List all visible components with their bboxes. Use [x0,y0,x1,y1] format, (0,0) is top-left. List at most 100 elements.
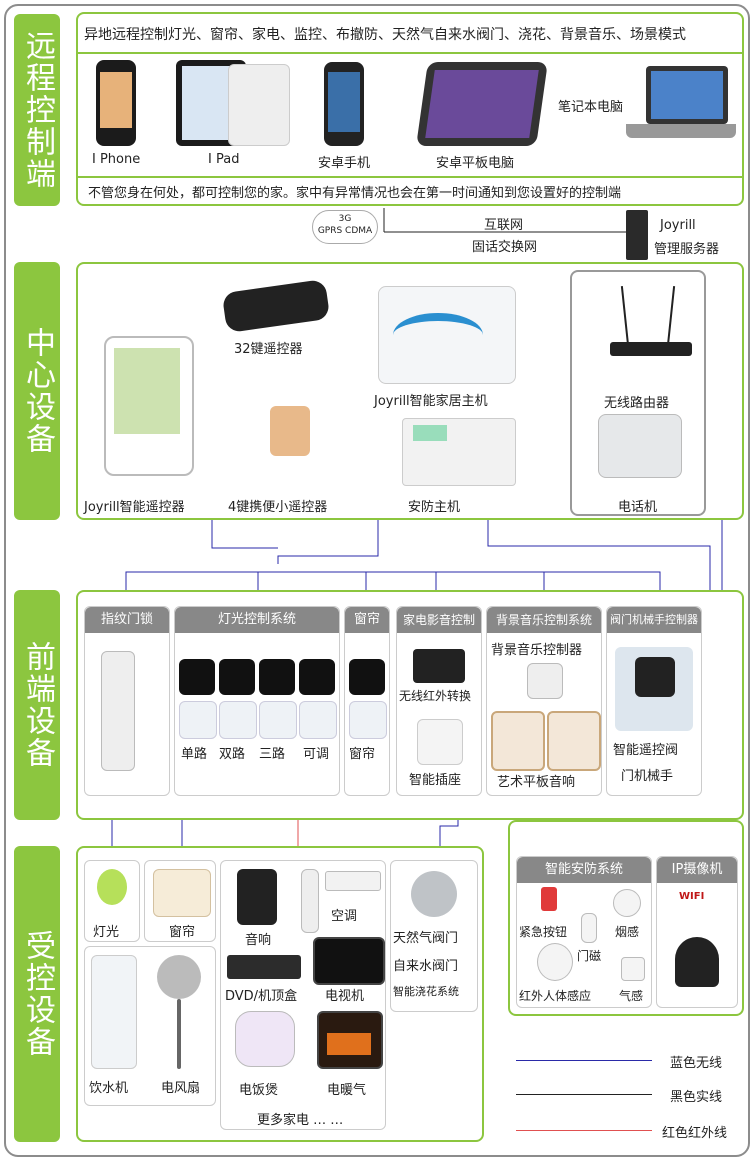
legend-label-red: 红色红外线 [662,1126,728,1141]
router-icon [610,286,692,356]
gas-sensor-label: 气感 [619,989,644,1003]
iphone-icon [96,60,136,146]
frontend-group-lighting: 灯光控制系统 单路 双路 三路 可调 [174,606,340,796]
server-icon [626,210,648,260]
remote-top-text: 异地远程控制灯光、窗帘、家电、监控、布撤防、天然气自来水阀门、浇花、背景音乐、场… [84,27,686,43]
light-box: 灯光 [84,860,140,942]
heater-label: 电暖气 [327,1083,367,1098]
rice-cooker-icon [235,1011,295,1067]
valve-item-label: 智能遥控阀 [613,743,679,758]
frontend-group-title: 指纹门锁 [85,607,169,633]
music-item-label: 艺术平板音响 [497,775,576,790]
music-controller-icon [527,663,563,699]
valve-item-label: 门机械手 [621,769,674,784]
legend-label-blue: 蓝色无线 [670,1056,723,1071]
light-item-label: 单路 [181,747,208,762]
dvd-label: DVD/机顶盒 [225,989,298,1004]
curtain-box: 窗帘 [144,860,216,942]
pir-label: 红外人体感应 [519,989,592,1003]
door-sensor-icon [581,913,597,943]
switch-icon [299,659,335,695]
flat-speaker-icon [491,711,545,771]
frontend-group-curtain: 窗帘 窗帘 [344,606,390,796]
aircon-label: 空调 [331,909,358,924]
remote-panel: 异地远程控制灯光、窗帘、家电、监控、布撤防、天然气自来水阀门、浇花、背景音乐、场… [76,12,744,206]
water-label: 饮水机 [89,1081,129,1096]
server-label-1: Joyrill [660,218,696,233]
frontend-group-av: 家电影音控制 无线红外转换 智能插座 [396,606,482,796]
fan-icon [157,955,201,999]
legend-line-black [516,1094,652,1095]
emergency-button-icon [541,887,557,911]
light-item-label: 双路 [219,747,246,762]
appliances-box: 音响 空调 DVD/机顶盒 电视机 电饭煲 电暖气 更多家电 … … [220,860,386,1130]
telephone-icon [598,414,682,478]
speaker-icon [237,869,277,925]
light-item-label: 可调 [303,747,330,762]
section-label-controlled: 受控设备 [14,846,60,1142]
curtain-switch-icon [349,701,387,739]
aircon-icon [325,871,381,891]
device-label-ipad: I Pad [208,152,240,167]
valves-box: 天然气阀门 自来水阀门 智能浇花系统 [390,860,478,1012]
ipcam-box: IP摄像机 WIFI [656,856,738,1008]
device-label-android-phone: 安卓手机 [318,156,371,171]
ipcam-title: IP摄像机 [657,857,737,883]
frontend-group-title: 阀门机械手控制器 [607,607,701,633]
smart-security-box: 智能安防系统 紧急按钮 烟感 门磁 红外人体感应 气感 [516,856,652,1008]
aircon-tower-icon [301,869,319,933]
android-phone-icon [324,62,364,146]
tv-icon [313,937,385,985]
emergency-label: 紧急按钮 [519,925,568,939]
ip-camera-icon [675,937,719,987]
legend-label-black: 黑色实线 [670,1090,723,1105]
switch-icon [299,701,337,739]
frontend-group-valve: 阀门机械手控制器 智能遥控阀 门机械手 [606,606,702,796]
frontend-group-fingerprint: 指纹门锁 [84,606,170,796]
frontend-group-music: 背景音乐控制系统 背景音乐控制器 艺术平板音响 [486,606,602,796]
smart-socket-icon [417,719,463,765]
section-label-remote: 远程控制端 [14,14,60,206]
laptop-icon [646,66,728,124]
outer-frame [4,4,750,1157]
smart-remote-label: Joyrill智能遥控器 [84,500,185,515]
security-host-label: 安防主机 [408,500,461,515]
wifi-label: WIFI [679,891,705,902]
frontend-group-title: 家电影音控制 [397,607,481,633]
remote4-icon [270,406,310,456]
device-label-iphone: I Phone [92,152,141,167]
switch-icon [219,659,255,695]
remote-bottom-text: 不管您身在何处，都可控制您的家。家中有异常情况也会在第一时间通知到您设置好的控制… [88,186,622,201]
ipad-back-icon [228,64,290,146]
av-item-label: 智能插座 [409,773,462,788]
gas-valve-label: 天然气阀门 [393,931,459,946]
device-label-android-tablet: 安卓平板电脑 [436,156,515,171]
music-item-label: 背景音乐控制器 [491,643,583,658]
phone-net-label: 固话交换网 [472,240,538,255]
fingerprint-lock-icon [101,651,135,771]
server-label-2: 管理服务器 [654,242,720,257]
gas-sensor-icon [621,957,645,981]
remote4-label: 4键携便小遥控器 [228,500,328,515]
fan-label: 电风扇 [161,1081,201,1096]
cooker-label: 电饭煲 [239,1083,279,1098]
legend-line-red [516,1130,652,1131]
heater-icon [317,1011,383,1069]
legend-line-blue [516,1060,652,1061]
bulb-icon [97,869,127,905]
fan-stand-icon [177,999,181,1069]
tap-valve-label: 自来水阀门 [393,959,459,974]
remote32-label: 32键遥控器 [234,342,303,357]
telephone-label: 电话机 [618,500,658,515]
pir-sensor-icon [537,943,573,981]
switch-icon [179,659,215,695]
fan-water-box: 饮水机 电风扇 [84,946,216,1106]
section-label-center: 中心设备 [14,262,60,520]
laptop-base-icon [626,124,736,138]
smoke-sensor-icon [613,889,641,917]
security-title: 智能安防系统 [517,857,651,883]
curtain-label: 窗帘 [169,925,196,940]
host-icon [378,286,516,384]
security-host-icon [402,418,516,486]
android-tablet-icon [416,62,548,146]
